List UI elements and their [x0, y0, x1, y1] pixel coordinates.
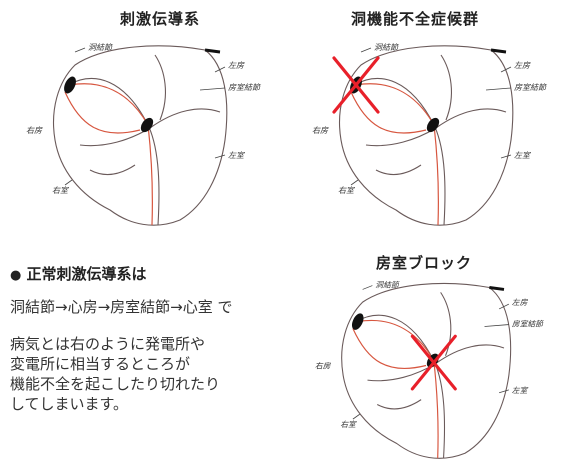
conduction-path — [64, 83, 153, 226]
heart-diagram-sss: 洞結節 左房 房室結節 右房 左室 右室 — [306, 30, 548, 230]
label-right-atrium: 右房 — [26, 126, 43, 135]
heart-diagram-normal: 洞結節 左房 房室結節 右房 左室 右室 — [20, 30, 262, 230]
caption-body-line: 病気とは右のように発電所や — [10, 335, 206, 353]
svg-text:左室: 左室 — [512, 386, 529, 395]
title-sss: 洞機能不全症候群 — [351, 10, 480, 28]
label-left-atrium: 左房 — [228, 61, 245, 70]
svg-text:右室: 右室 — [340, 420, 357, 429]
svg-text:左房: 左房 — [514, 61, 531, 70]
title-normal: 刺激伝導系 — [120, 10, 201, 28]
av-block-cross-mark — [410, 334, 457, 391]
caption-heading-row: ● 正常刺激伝導系は — [10, 263, 146, 284]
svg-text:房室結節: 房室結節 — [512, 320, 544, 329]
label-group: 洞結節 左房 房室結節 右房 左室 右室 — [26, 43, 262, 195]
caption-body-line: 機能不全を起こしたり切れたり — [10, 375, 221, 393]
heart-diagram-av-block: 洞結節 左房 房室結節 右房 左室 右室 — [306, 268, 546, 463]
bullet-icon: ● — [10, 268, 22, 283]
sinus-node — [64, 76, 76, 94]
svg-text:右室: 右室 — [338, 186, 355, 195]
caption-heading: 正常刺激伝導系は — [26, 265, 147, 283]
svg-text:房室結節: 房室結節 — [514, 83, 548, 92]
svg-text:右房: 右房 — [312, 126, 329, 135]
heart-outline — [52, 45, 228, 226]
svg-text:左房: 左房 — [512, 298, 529, 307]
title-av-block: 房室ブロック — [376, 254, 473, 272]
label-sinus-node: 洞結節 — [88, 43, 114, 52]
failure-cross-mark — [332, 56, 380, 114]
caption-body: 病気とは右のように発電所や 変電所に相当するところが 機能不全を起こしたり切れた… — [10, 334, 220, 414]
svg-text:左室: 左室 — [514, 151, 531, 160]
caption-body-line: 変電所に相当するところが — [10, 355, 191, 373]
label-left-ventricle: 左室 — [228, 151, 245, 160]
label-right-ventricle: 右室 — [52, 186, 69, 195]
av-node — [140, 117, 154, 133]
svg-text:洞結節: 洞結節 — [375, 281, 400, 290]
label-av-node: 房室結節 — [228, 83, 262, 92]
svg-text:右房: 右房 — [315, 361, 332, 370]
caption-body-line: してしまいます。 — [10, 395, 129, 413]
caption-path: 洞結節→心房→房室結節→心室 で — [10, 298, 233, 316]
svg-text:洞結節: 洞結節 — [374, 43, 400, 52]
